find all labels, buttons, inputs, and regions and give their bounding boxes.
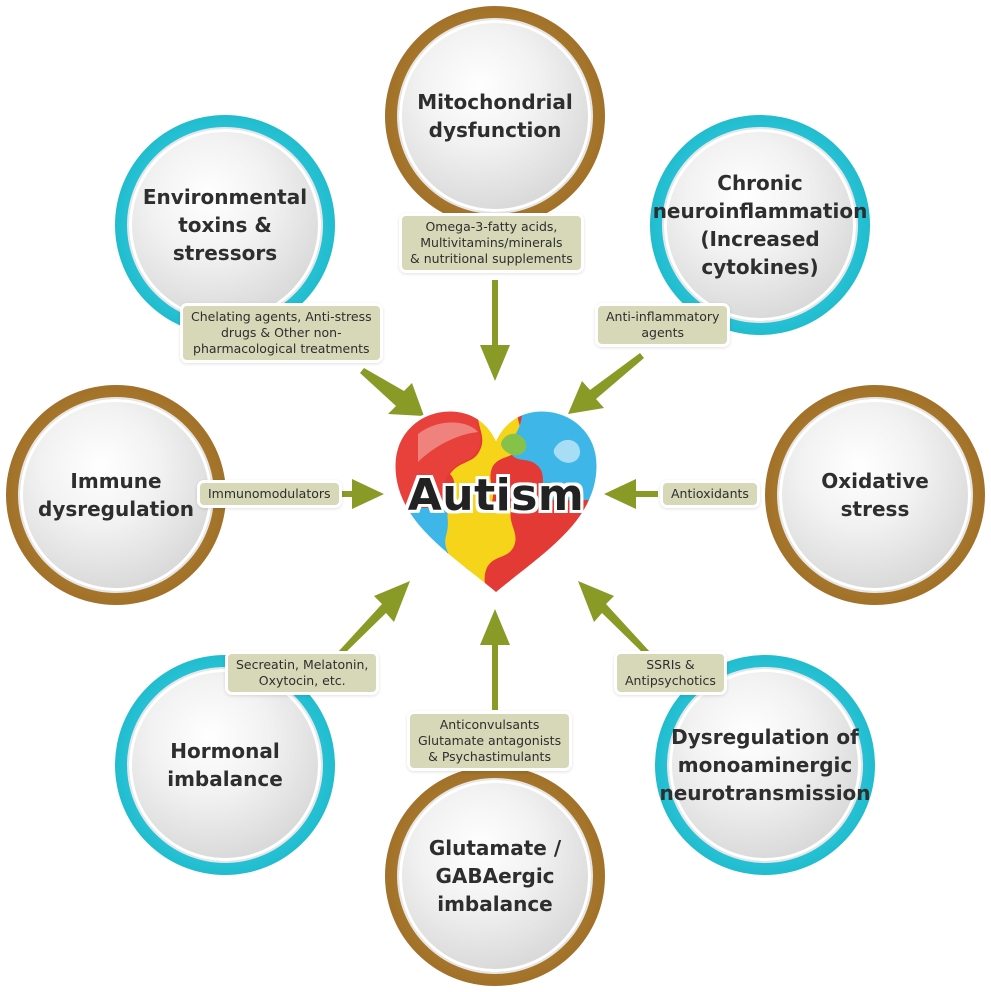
node-label-line: toxins & stressors <box>172 213 278 265</box>
treatment-label-line: Oxytocin, etc. <box>258 673 346 688</box>
treatment-label-line: & Psychastimulants <box>428 749 551 764</box>
node-label-line: GABAergic <box>435 864 555 888</box>
arrow-from-environmental <box>360 368 424 416</box>
autism-heart: Autism <box>388 404 604 600</box>
center-title: Autism <box>407 470 585 521</box>
puzzle-heart-icon <box>392 408 600 596</box>
node-label-line: cytokines) <box>701 255 819 279</box>
treatment-label-line: Antipsychotics <box>625 673 716 688</box>
cause-node-glutamate: Glutamate / GABAergic imbalance <box>385 766 605 986</box>
node-label-line: (Increased <box>700 227 820 251</box>
treatment-label-line: Antioxidants <box>671 486 749 501</box>
node-disc: Chronic neuroinflammation (Increased cytoki… <box>653 129 867 321</box>
arrow-from-hormonal <box>338 581 410 656</box>
node-disc: Environmental toxins & stressors <box>129 129 321 321</box>
cause-node-hormonal: Hormonal imbalance <box>115 655 335 875</box>
node-disc: Dysregulation of monoaminergic neurotransm… <box>659 669 871 861</box>
node-label-line: Oxidative <box>821 469 929 493</box>
treatment-label-line: Chelating agents, Anti-stress <box>191 309 372 324</box>
treatment-label-line: Immunomodulators <box>208 486 331 501</box>
node-label: Immune dysregulation <box>30 467 202 523</box>
cause-node-mitochondrial: Mitochondrial dysfunction <box>385 6 605 226</box>
node-label-line: Glutamate / <box>428 836 562 860</box>
treatment-label-line: drugs & Other non- <box>221 325 342 340</box>
node-label-line: dysfunction <box>428 118 562 142</box>
node-label: Mitochondrial dysfunction <box>409 88 581 144</box>
treatment-label-line: Multivitamins/minerals <box>420 235 563 250</box>
node-label-line: imbalance <box>167 767 283 791</box>
node-label: Hormonal imbalance <box>159 737 291 793</box>
arrow-from-monoaminergic <box>578 581 650 656</box>
treatment-label-oxidative: Antioxidants <box>663 483 757 505</box>
node-label-line: Mitochondrial <box>417 90 573 114</box>
arrow-from-mitochondrial <box>480 280 510 381</box>
node-label-line: neuroinflammation <box>652 199 868 223</box>
treatment-label-line: agents <box>641 325 684 340</box>
treatment-label-line: Omega-3-fatty acids, <box>425 219 558 234</box>
node-label-line: stress <box>840 497 910 521</box>
node-label: Dysregulation of monoaminergic neurotransm… <box>651 723 878 807</box>
treatment-label-hormonal: Secreatin, Melatonin,Oxytocin, etc. <box>228 654 377 692</box>
node-disc: Hormonal imbalance <box>129 669 321 861</box>
node-disc: Oxidative stress <box>779 399 971 591</box>
node-disc: Immune dysregulation <box>20 399 212 591</box>
node-disc: Glutamate / GABAergic imbalance <box>399 780 591 972</box>
arrow-from-oxidative <box>604 479 658 509</box>
treatment-label-immune: Immunomodulators <box>200 483 339 505</box>
arrow-from-glutamate <box>480 609 510 710</box>
node-label-line: imbalance <box>437 892 553 916</box>
treatment-label-line: Anti-inflammatory <box>606 309 720 324</box>
treatment-label-monoaminergic: SSRIs &Antipsychotics <box>617 654 724 692</box>
node-label: Environmental toxins & stressors <box>129 183 321 267</box>
arrow-from-neuroinflammation <box>568 353 644 414</box>
node-label: Glutamate / GABAergic imbalance <box>421 834 569 918</box>
cause-node-environmental: Environmental toxins & stressors <box>115 115 335 335</box>
treatment-label-line: & nutritional supplements <box>410 251 573 266</box>
cause-node-oxidative: Oxidative stress <box>765 385 985 605</box>
node-label-line: Immune <box>70 469 162 493</box>
cause-node-neuroinflammation: Chronic neuroinflammation (Increased cytoki… <box>650 115 870 335</box>
treatment-label-line: Secreatin, Melatonin, <box>236 657 369 672</box>
node-label-line: Environmental <box>142 185 308 209</box>
node-label: Chronic neuroinflammation (Increased cytoki… <box>645 169 876 281</box>
node-label: Oxidative stress <box>813 467 937 523</box>
treatment-label-line: Anticonvulsants <box>439 717 540 732</box>
node-disc: Mitochondrial dysfunction <box>399 20 591 212</box>
node-label-line: monoaminergic <box>677 753 853 777</box>
arrow-from-immune <box>338 479 384 509</box>
treatment-label-line: SSRIs & <box>646 657 695 672</box>
treatment-label-mitochondrial: Omega-3-fatty acids,Multivitamins/minera… <box>402 216 581 270</box>
node-label-line: Hormonal <box>170 739 280 763</box>
node-label-line: neurotransmission <box>659 781 871 805</box>
treatment-label-line: Glutamate antagonists <box>418 733 562 748</box>
treatment-label-line: pharmacological treatments <box>193 341 370 356</box>
node-label-line: dysregulation <box>38 497 194 521</box>
cause-node-monoaminergic: Dysregulation of monoaminergic neurotransm… <box>655 655 875 875</box>
cause-node-immune: Immune dysregulation <box>6 385 226 605</box>
node-label-line: Chronic <box>717 171 803 195</box>
node-label-line: Dysregulation of <box>671 725 859 749</box>
